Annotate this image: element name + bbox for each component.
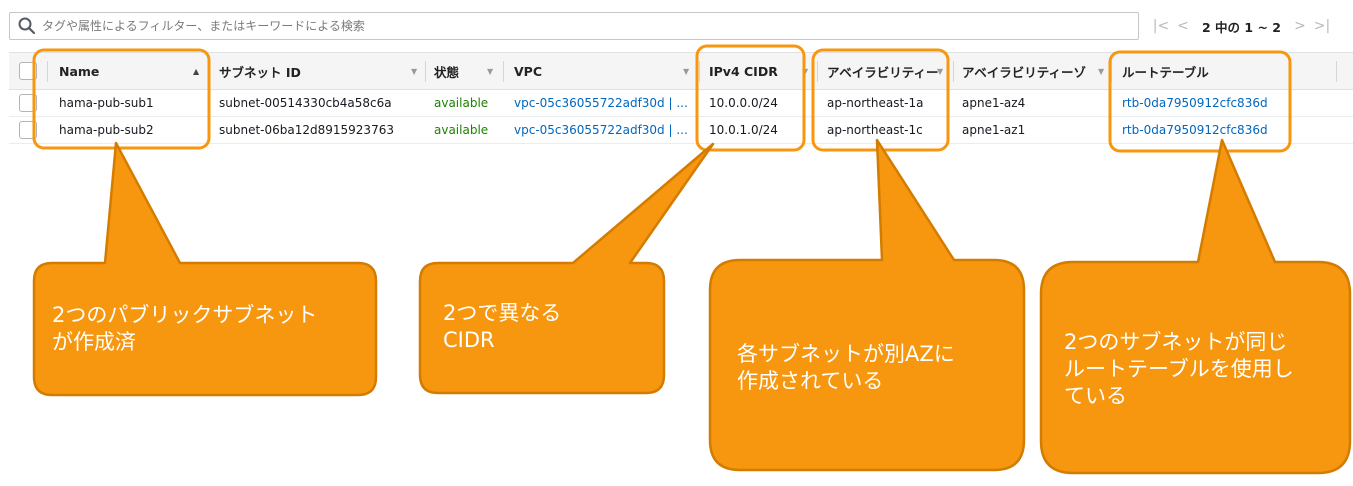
callout-name-note — [32, 141, 378, 397]
cell-name: hama-pub-sub1 — [59, 96, 154, 110]
search-input[interactable] — [42, 14, 1138, 38]
cell-availability-zone-id: apne1-az1 — [962, 123, 1026, 137]
column-header-name[interactable]: Name — [59, 63, 100, 79]
sort-caret-icon[interactable]: ▼ — [937, 66, 944, 76]
cell-route-table-link[interactable]: rtb-0da7950912cfc836d — [1122, 123, 1268, 137]
highlight-route-table-column — [1108, 50, 1292, 153]
cell-state: available — [434, 123, 489, 137]
cell-vpc-link[interactable]: vpc-05c36055722adf30d | ... — [514, 96, 688, 110]
cell-availability-zone-id: apne1-az4 — [962, 96, 1026, 110]
pagination: |< < 2 中の 1 ~ 2 > >| — [1150, 12, 1346, 40]
cell-ipv4-cidr: 10.0.0.0/24 — [709, 96, 778, 110]
callout-route-table-text: 2つのサブネットが同じ ルートテーブルを使用し ている — [1064, 330, 1294, 408]
column-header-ipv4-cidr[interactable]: IPv4 CIDR — [709, 63, 778, 79]
next-page-button[interactable]: > — [1294, 18, 1306, 34]
table-row[interactable]: hama-pub-sub1 subnet-00514330cb4a58c6a a… — [9, 90, 1353, 117]
callout-name-text: 2つのパブリックサブネット が作成済 — [52, 303, 318, 354]
callout-route-table-note — [1039, 138, 1352, 475]
cell-subnet-id: subnet-00514330cb4a58c6a — [219, 96, 392, 110]
callout-cidr-text: 2つで異なる CIDR — [443, 301, 562, 352]
column-header-availability-zone-id[interactable]: アベイラビリティーゾ — [962, 64, 1087, 80]
cell-vpc-link[interactable]: vpc-05c36055722adf30d | ... — [514, 123, 688, 137]
callout-cidr-note — [418, 142, 715, 395]
cell-ipv4-cidr: 10.0.1.0/24 — [709, 123, 778, 137]
pagination-text: 2 中の 1 ~ 2 — [1202, 19, 1281, 35]
highlight-name-column — [32, 48, 211, 150]
cell-state: available — [434, 96, 489, 110]
callout-az-note — [708, 138, 1026, 472]
search-icon — [16, 15, 38, 37]
sort-caret-icon[interactable]: ▼ — [1098, 66, 1105, 76]
sort-caret-icon[interactable]: ▼ — [683, 66, 690, 76]
sort-caret-icon[interactable]: ▼ — [487, 66, 494, 76]
cell-route-table-link[interactable]: rtb-0da7950912cfc836d — [1122, 96, 1268, 110]
cell-availability-zone: ap-northeast-1c — [827, 123, 923, 137]
prev-page-button[interactable]: < — [1177, 18, 1189, 34]
filter-search-box[interactable] — [9, 12, 1139, 40]
highlight-az-column — [811, 48, 950, 152]
table-row[interactable]: hama-pub-sub2 subnet-06ba12d8915923763 a… — [9, 117, 1353, 144]
column-header-availability-zone[interactable]: アベイラビリティー — [827, 64, 939, 80]
first-page-button[interactable]: |< — [1152, 18, 1170, 34]
column-header-state[interactable]: 状態 — [434, 64, 460, 80]
sort-ascending-icon[interactable]: ▲ — [193, 66, 200, 76]
column-header-route-table[interactable]: ルートテーブル — [1122, 64, 1209, 80]
table-header: Name ▲ サブネット ID ▼ 状態 ▼ VPC ▼ IPv4 CIDR ▼… — [9, 53, 1353, 90]
last-page-button[interactable]: >| — [1313, 18, 1331, 34]
cell-subnet-id: subnet-06ba12d8915923763 — [219, 123, 394, 137]
callout-az-text: 各サブネットが別AZに 作成されている — [737, 342, 955, 393]
subnet-table: Name ▲ サブネット ID ▼ 状態 ▼ VPC ▼ IPv4 CIDR ▼… — [9, 52, 1353, 144]
cell-availability-zone: ap-northeast-1a — [827, 96, 924, 110]
cell-name: hama-pub-sub2 — [59, 123, 154, 137]
column-header-vpc[interactable]: VPC — [514, 63, 543, 79]
highlight-cidr-column — [695, 44, 806, 152]
column-header-subnet-id[interactable]: サブネット ID — [219, 64, 301, 80]
sort-caret-icon[interactable]: ▼ — [411, 66, 418, 76]
